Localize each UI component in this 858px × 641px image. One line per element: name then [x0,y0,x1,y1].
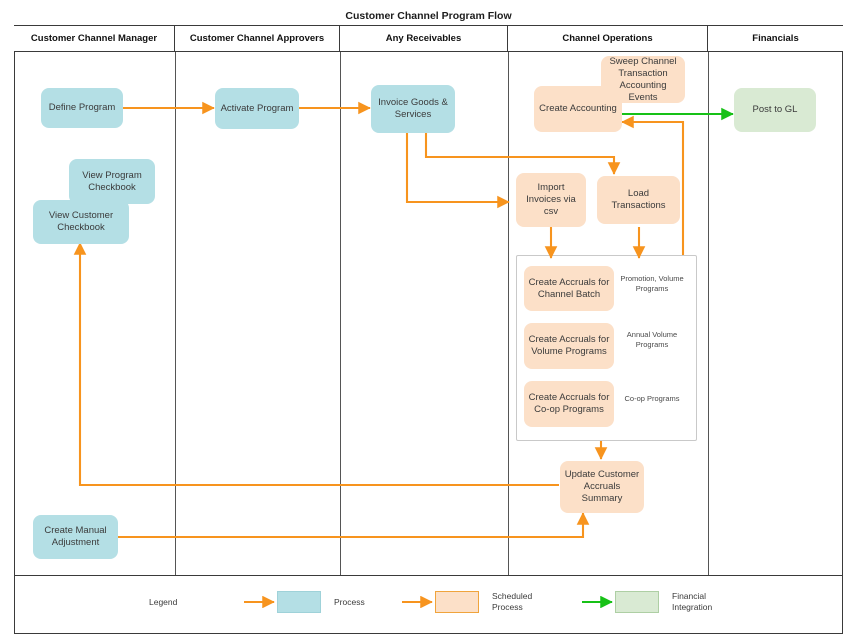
legend-arrow-scheduled-icon [402,596,433,608]
note-volume-programs: Annual Volume Programs [626,330,678,349]
node-create-accruals-for-co-op-programs-label: Create Accruals for Co-op Programs [528,392,610,415]
node-view-customer-checkbook-label: View Customer Checkbook [48,210,114,233]
legend-arrow-process-icon [244,596,275,608]
swimlane-header-row: Customer Channel Manager Customer Channe… [14,26,843,52]
node-create-accruals-for-channel-batch[interactable]: Create Accruals for Channel Batch [524,266,614,311]
node-create-accruals-for-volume-programs[interactable]: Create Accruals for Volume Programs [524,323,614,369]
lane-separator-4 [708,52,709,575]
node-create-accruals-for-co-op-programs[interactable]: Create Accruals for Co-op Programs [524,381,614,427]
node-sweep-channel-transaction-accounting-events[interactable]: Sweep Channel Transaction Accounting Eve… [601,56,685,103]
node-view-customer-checkbook[interactable]: View Customer Checkbook [33,200,129,244]
lane-separator-3 [508,52,509,575]
note-channel-batch: Promotion, Volume Programs [620,274,684,293]
node-sweep-channel-transaction-accounting-events-label: Sweep Channel Transaction Accounting Eve… [609,55,677,103]
node-create-manual-adjustment[interactable]: Create Manual Adjustment [33,515,118,559]
node-create-accounting-label: Create Accounting [539,103,617,114]
note-co-op-programs: Co-op Programs [624,394,680,403]
lane-separator-2 [340,52,341,575]
lane-header-channel-operations: Channel Operations [508,26,708,51]
legend-divider [14,575,843,576]
page-title: Customer Channel Program Flow [14,6,843,26]
legend-swatch-scheduled [435,591,479,613]
node-import-invoices-via-csv-label: Import Invoices via csv [526,182,576,217]
node-define-program[interactable]: Define Program [41,88,123,128]
node-create-accruals-for-volume-programs-label: Create Accruals for Volume Programs [528,334,610,357]
node-invoice-goods-services-label: Invoice Goods & Services [378,97,448,120]
node-view-program-checkbook-label: View Program Checkbook [82,169,142,193]
node-view-program-checkbook[interactable]: View Program Checkbook [69,159,155,204]
node-create-manual-adjustment-label: Create Manual Adjustment [44,525,107,548]
node-update-customer-accruals-summary-label: Update Customer Accruals Summary [564,469,640,504]
legend-arrow-financial-icon [582,596,613,608]
node-invoice-goods-services[interactable]: Invoice Goods & Services [371,85,455,133]
node-create-accruals-for-channel-batch-label: Create Accruals for Channel Batch [528,276,610,300]
node-load-transactions-label: Load Transactions [611,188,666,211]
node-activate-program-label: Activate Program [220,102,294,114]
node-post-to-gl-label: Post to GL [752,104,798,115]
node-post-to-gl[interactable]: Post to GL [734,88,816,132]
node-load-transactions[interactable]: Load Transactions [597,176,680,224]
lane-header-customer-channel-approvers: Customer Channel Approvers [175,26,340,51]
legend: Legend Process Scheduled Process [14,576,843,633]
legend-swatch-process [277,591,321,613]
lane-header-financials: Financials [708,26,843,51]
legend-swatch-financial [615,591,659,613]
legend-label-scheduled: Scheduled Process [492,591,533,612]
node-define-program-label: Define Program [48,102,116,113]
legend-title: Legend [149,597,178,607]
node-import-invoices-via-csv[interactable]: Import Invoices via csv [516,173,586,227]
legend-label-financial: Financial Integration [672,591,713,612]
lane-header-customer-channel-manager: Customer Channel Manager [14,26,175,51]
node-activate-program[interactable]: Activate Program [215,88,299,129]
node-update-customer-accruals-summary[interactable]: Update Customer Accruals Summary [560,461,644,513]
lane-header-any-receivables: Any Receivables [340,26,508,51]
lane-separator-1 [175,52,176,575]
legend-label-process: Process [334,597,365,607]
